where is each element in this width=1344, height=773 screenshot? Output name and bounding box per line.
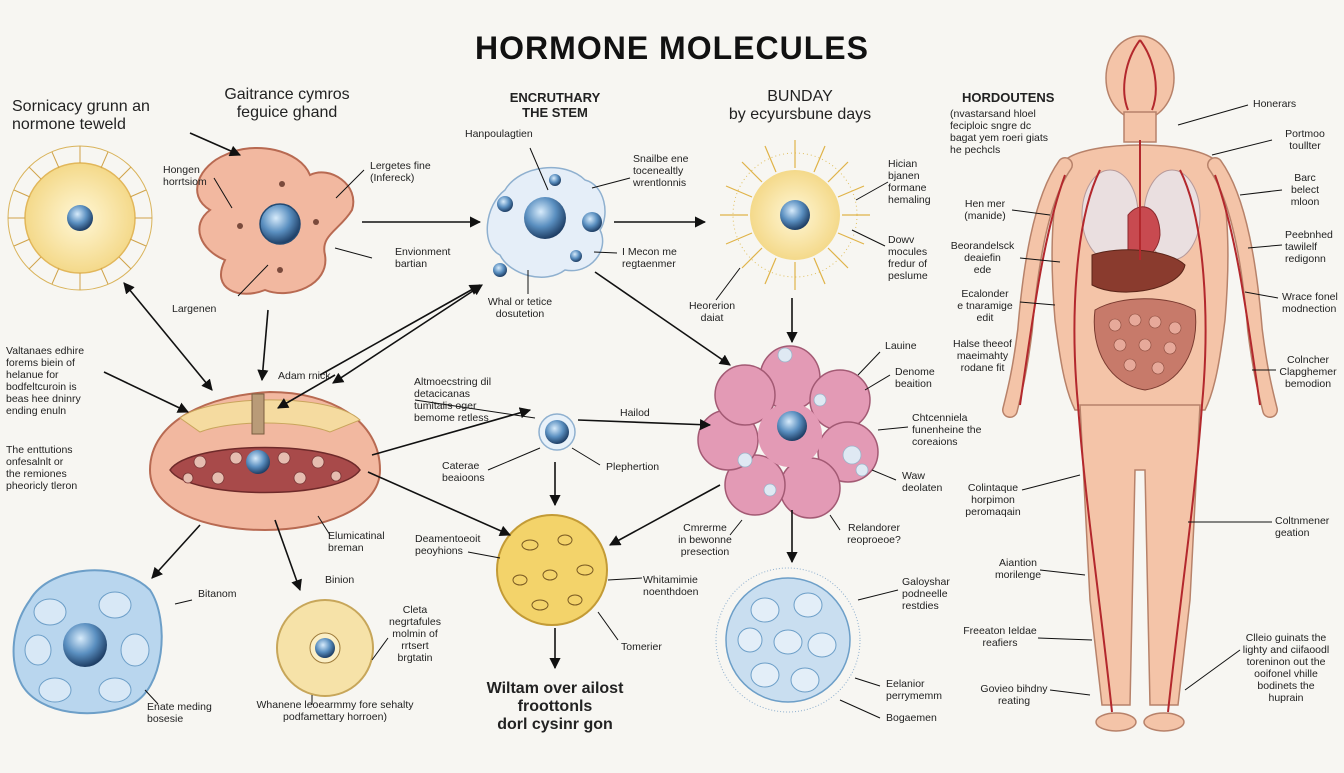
label-tomerier: Tomerier [621, 641, 662, 653]
yellow-cell [496, 514, 608, 626]
label-encruthary: ENCRUTHARY THE STEM [509, 90, 601, 120]
label-gland-title: Gaitrance cymros feguice ghand [224, 86, 350, 121]
label-caterae: Caterae beaioons [442, 460, 485, 484]
label-mecon: I Mecon me regtaenmer [622, 246, 677, 270]
label-clleio: Clleio guinats the lighty and ciifaoodl … [1242, 632, 1330, 704]
label-bogaemen: Bogaemen [886, 712, 937, 724]
sunburst-cell [720, 140, 870, 290]
label-bunday: BUNDAY by ecyursbune days [728, 88, 872, 123]
label-heorerion: Heorerion daiat [688, 300, 736, 324]
page-title: HORMONE MOLECULES [475, 30, 869, 66]
label-ahentioe: Aiantion morilenge [994, 557, 1042, 581]
label-haliod: Hailod [620, 407, 650, 419]
label-coltnmener: Coltnmener geation [1275, 515, 1330, 539]
label-eelanior: Eelanior perrymemm [886, 678, 943, 702]
label-left-para2: The enttutions onfesalnlt or the remione… [6, 444, 78, 492]
label-denome: Denome beaition [895, 366, 935, 390]
tissue-cross-section [148, 390, 382, 532]
blue-spiky-cell [715, 567, 861, 713]
label-top-left: Sornicacy grunn an normone teweld [12, 98, 150, 133]
label-chtcenniela: Chtcenniela funenheine the coreaions [912, 412, 982, 448]
label-colncher: Colncher Clapghemer bemodion [1279, 354, 1337, 390]
label-snailbe: Snailbe ene tocenealtly wrentlonnis [633, 153, 689, 189]
label-honerars: Honerars [1253, 98, 1297, 110]
label-envionment: Envionment bartian [395, 246, 451, 270]
leader-lines [144, 104, 1283, 719]
label-altmoce: Altmoecstring dil detacicanas tumitalis … [414, 376, 492, 424]
label-hongen: Hongen horrtsiom [163, 164, 207, 188]
blue-cell-bottom-left [12, 569, 163, 715]
label-colintaque: Colintaque horpimon peromaqain [965, 482, 1021, 518]
label-whal: Whal or tetice dosutetion [487, 296, 553, 320]
label-lergetes: Lergetes fine (Infereck) [370, 160, 431, 184]
label-dowv: Dowv mocules fredur of peslume [888, 234, 928, 282]
label-hapouhag: Hanpoulagtien [465, 128, 533, 140]
molecule-cluster [486, 167, 606, 278]
label-lauine: Lauine [885, 340, 917, 352]
label-cleta: Cleta negrtafules molmin of rrtsert brgt… [389, 604, 441, 664]
label-binion: Binion [325, 574, 355, 586]
label-beorandeleck: Beorandelsck deaiefin ede [950, 240, 1015, 276]
label-bottom-center: Wiltam over ailost froottonls dorl cysin… [486, 680, 624, 733]
human-figure [1002, 35, 1278, 732]
label-halse: Halse theeof maeimahty rodane fit [953, 338, 1012, 374]
label-plephertion: Plephertion [606, 461, 660, 473]
label-goveio: Govieo bihdny reating [980, 683, 1048, 707]
label-dementout: Deamentoeoit peoyhions [415, 533, 481, 557]
label-enate-meding: Enate meding bosesie [147, 701, 212, 725]
label-he-mer: Hen mer (manide) [964, 198, 1006, 222]
label-hician: Hician bjanen formane hemaling [888, 158, 931, 206]
label-whanene: Whanene leoearmmy fore sehalty podfamett… [256, 699, 414, 723]
gland-cell [196, 147, 355, 295]
label-adamnick: Adam rnick [278, 370, 331, 382]
label-ecaloner: Ecalonder e tnaramige edit [957, 288, 1013, 324]
label-bitanom: Bitanom [198, 588, 237, 600]
central-molecule [538, 413, 576, 451]
spiky-cell-top-left [7, 145, 153, 291]
label-largenen: Largenen [172, 303, 217, 315]
label-portmoo: Portmoo toullter [1285, 128, 1325, 152]
label-waw: Waw deolaten [902, 470, 943, 494]
small-yellow-cell [276, 599, 374, 697]
label-hordoutens-sub: (nvastarsand hloel feciploic sngre dc ba… [950, 108, 1049, 156]
label-galoyshar: Galoyshar podneelle restdies [902, 576, 950, 612]
label-whitamie: Whitamimie noenthdoen [643, 574, 699, 598]
label-barc: Barc belect mloon [1290, 172, 1320, 208]
label-wrace: Wrace fonel modnection [1282, 291, 1338, 315]
label-hordoutens: HORDOUTENS [962, 90, 1055, 105]
label-elumicatinal: Elumicatinal breman [328, 530, 385, 554]
label-relonder: Relandorer reoproeoe? [847, 522, 901, 546]
double-arrows [123, 282, 483, 391]
label-left-para1: Valtanaes edhire forems biein of helanue… [6, 345, 85, 417]
label-cremrne: Cmrerme in bewonne presection [678, 522, 732, 558]
flower-cell [697, 345, 879, 519]
label-peebhdard: Peebnhed tawilelf redigonn [1285, 229, 1333, 265]
label-freeaton: Freeaton Ieldae reafiers [963, 625, 1037, 649]
